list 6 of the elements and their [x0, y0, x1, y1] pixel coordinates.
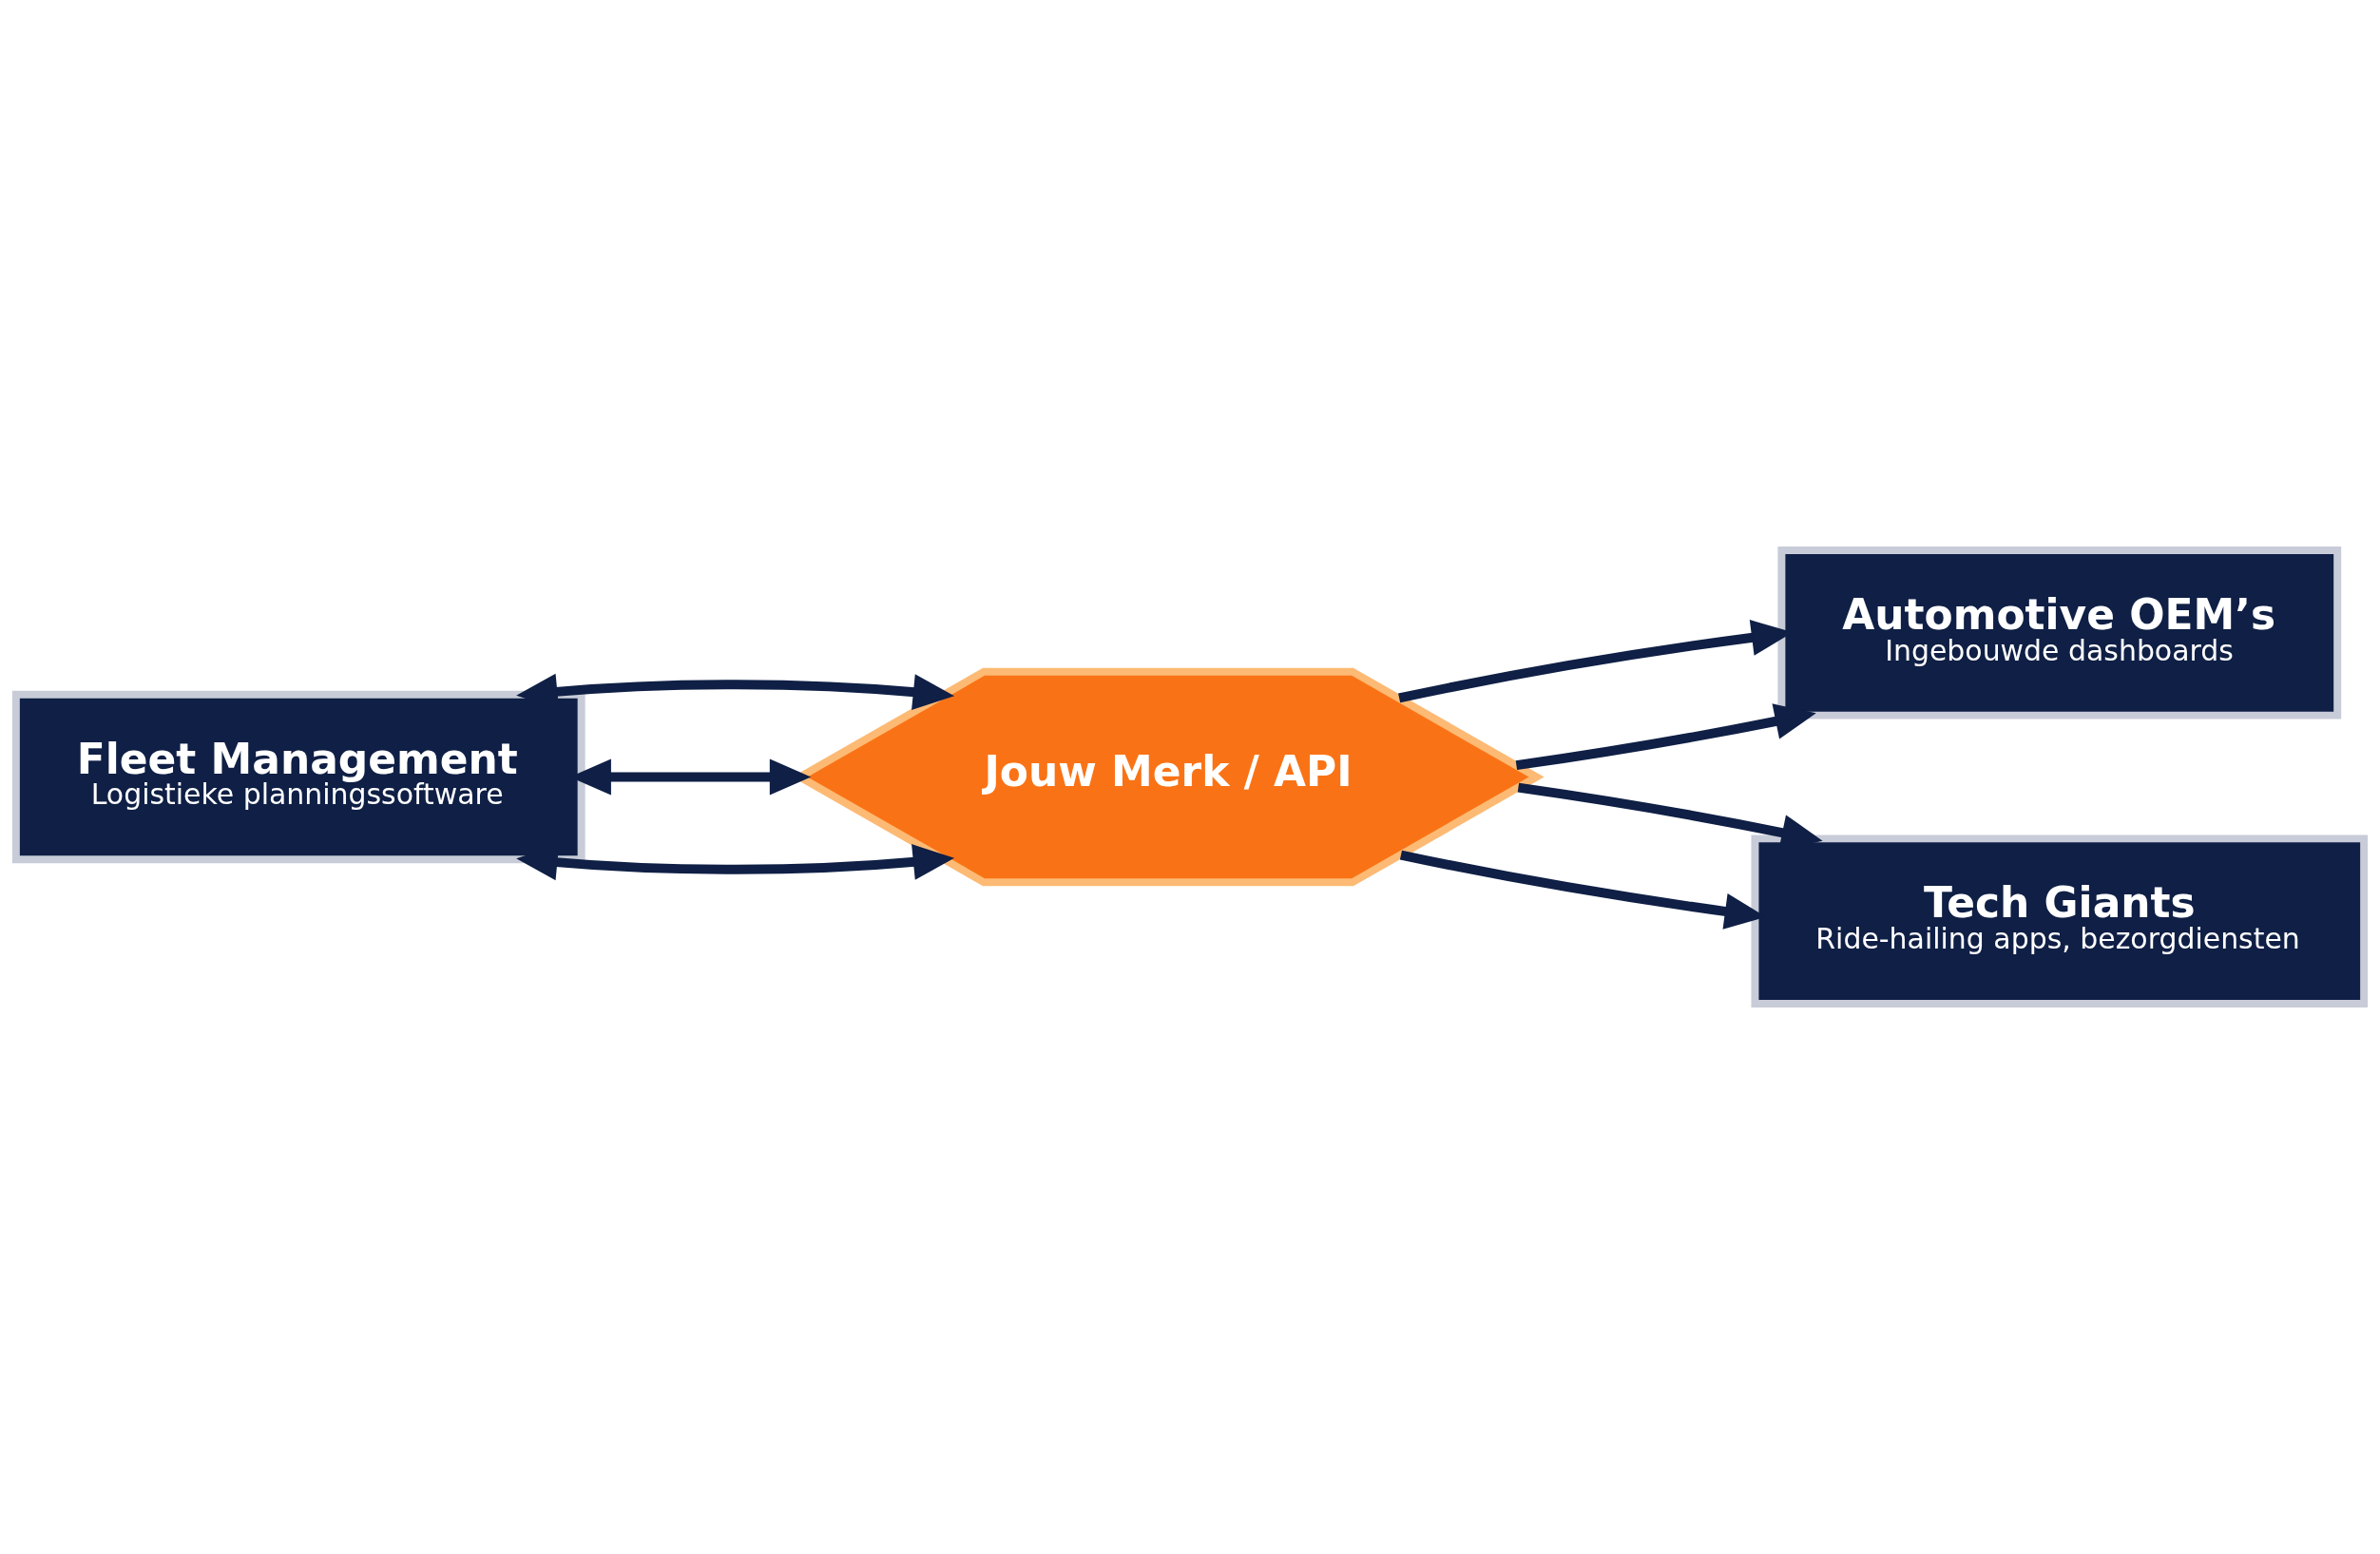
node-box: Fleet Management Logistieke planningssoftware — [11, 690, 585, 864]
arrow — [1515, 703, 1816, 771]
arrow — [516, 673, 955, 710]
node-box: Tech Giants Ride-hailing apps, bezorgdiensten — [1751, 835, 2369, 1007]
arrow — [516, 844, 955, 881]
node-box: Automotive OEM’s Ingebouwde dashboards — [1777, 547, 2342, 719]
